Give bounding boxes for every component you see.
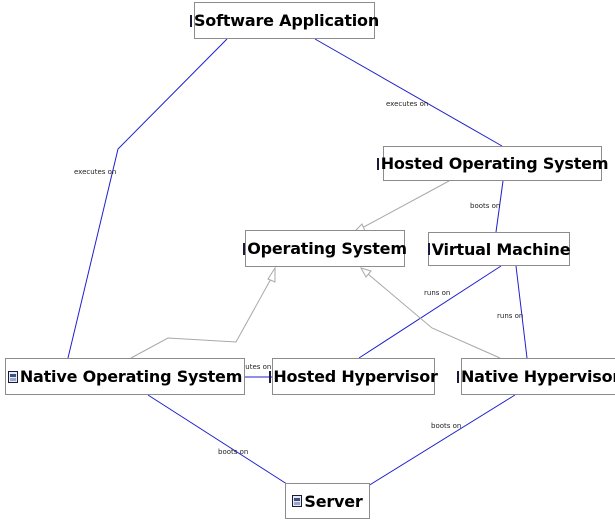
- edge-label-executes-on: executes on: [229, 363, 272, 371]
- edge-label-boots-on: boots on: [218, 448, 249, 456]
- generalization-arrowhead: [359, 267, 372, 278]
- edge-app-native-os: [67, 38, 228, 359]
- node-server[interactable]: Server: [285, 483, 370, 519]
- edge-native-hypervisor-server: [367, 394, 516, 487]
- node-label: Native Hypervisor: [460, 367, 615, 386]
- edge-hosted-os-vm: [495, 180, 504, 233]
- class-element-icon: [376, 157, 379, 170]
- node-hosted-hypervisor[interactable]: Hosted Hypervisor: [269, 358, 438, 395]
- edge-label-executes-on: executes on: [74, 168, 117, 176]
- class-element-icon: [292, 495, 303, 507]
- node-hosted-operating-system[interactable]: Hosted Operating System: [376, 146, 609, 181]
- node-label: Software Application: [193, 11, 380, 30]
- generalization-native-hypervisor-to-os: [367, 273, 501, 359]
- edge-label-boots-on: boots on: [470, 202, 501, 210]
- node-native-operating-system[interactable]: Native Operating System: [5, 358, 245, 395]
- node-software-application[interactable]: Software Application: [189, 2, 379, 39]
- edge-native-os-server: [147, 394, 291, 487]
- edge-label-runs-on: runs on: [424, 289, 451, 297]
- generalization-arrowhead: [267, 266, 276, 283]
- edge-label-boots-on: boots on: [431, 422, 462, 430]
- generalization-hosted-os-to-os: [359, 180, 450, 230]
- class-element-icon: [243, 242, 246, 255]
- edge-vm-native-hypervisor: [515, 265, 528, 359]
- edge-label-executes-on: executes on: [386, 100, 429, 108]
- node-native-hypervisor[interactable]: Native Hypervisor: [456, 358, 615, 395]
- node-operating-system[interactable]: Operating System: [243, 230, 407, 267]
- class-element-icon: [7, 370, 18, 383]
- edge-app-hosted-os: [314, 38, 503, 147]
- node-label: Hosted Operating System: [380, 154, 609, 173]
- node-label: Hosted Hypervisor: [273, 367, 438, 386]
- class-element-icon: [189, 14, 192, 27]
- class-element-icon: [456, 370, 459, 383]
- node-virtual-machine[interactable]: Virtual Machine: [427, 232, 571, 266]
- generalization-native-os-to-os: [130, 276, 273, 359]
- edge-vm-hosted-hypervisor: [358, 265, 502, 359]
- node-label: Server: [304, 491, 363, 511]
- class-element-icon: [427, 243, 430, 255]
- node-label: Operating System: [247, 239, 407, 258]
- edge-label-runs-on: runs on: [497, 312, 524, 320]
- node-label: Native Operating System: [19, 367, 243, 386]
- node-label: Virtual Machine: [431, 239, 571, 259]
- class-element-icon: [269, 370, 272, 383]
